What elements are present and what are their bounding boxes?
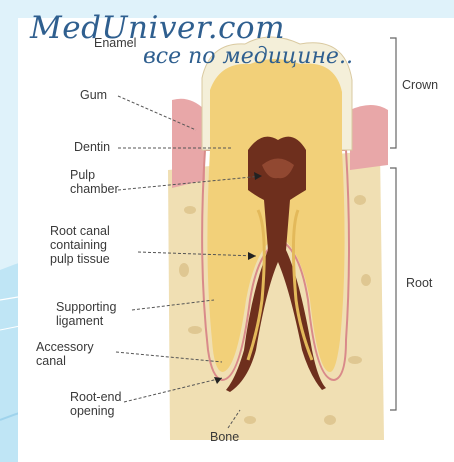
gum-region — [172, 99, 205, 188]
label-crown: Crown — [402, 78, 438, 92]
label-root-canal: Root canal containing pulp tissue — [50, 224, 110, 266]
crown-bracket — [390, 38, 396, 148]
label-accessory-canal: Accessory canal — [36, 340, 94, 368]
label-root: Root — [406, 276, 432, 290]
label-pulp-chamber: Pulp chamber — [70, 168, 119, 196]
watermark-subtitle: все по медицине.. — [143, 44, 353, 69]
label-supporting-ligament: Supporting ligament — [56, 300, 116, 328]
watermark-title: MedUniver.com — [30, 10, 285, 46]
label-gum: Gum — [80, 88, 107, 102]
root-bracket — [390, 168, 396, 410]
label-root-end-opening: Root-end opening — [70, 390, 121, 418]
label-dentin: Dentin — [74, 140, 110, 154]
label-bone: Bone — [210, 430, 239, 444]
gum-region-right — [350, 105, 388, 170]
